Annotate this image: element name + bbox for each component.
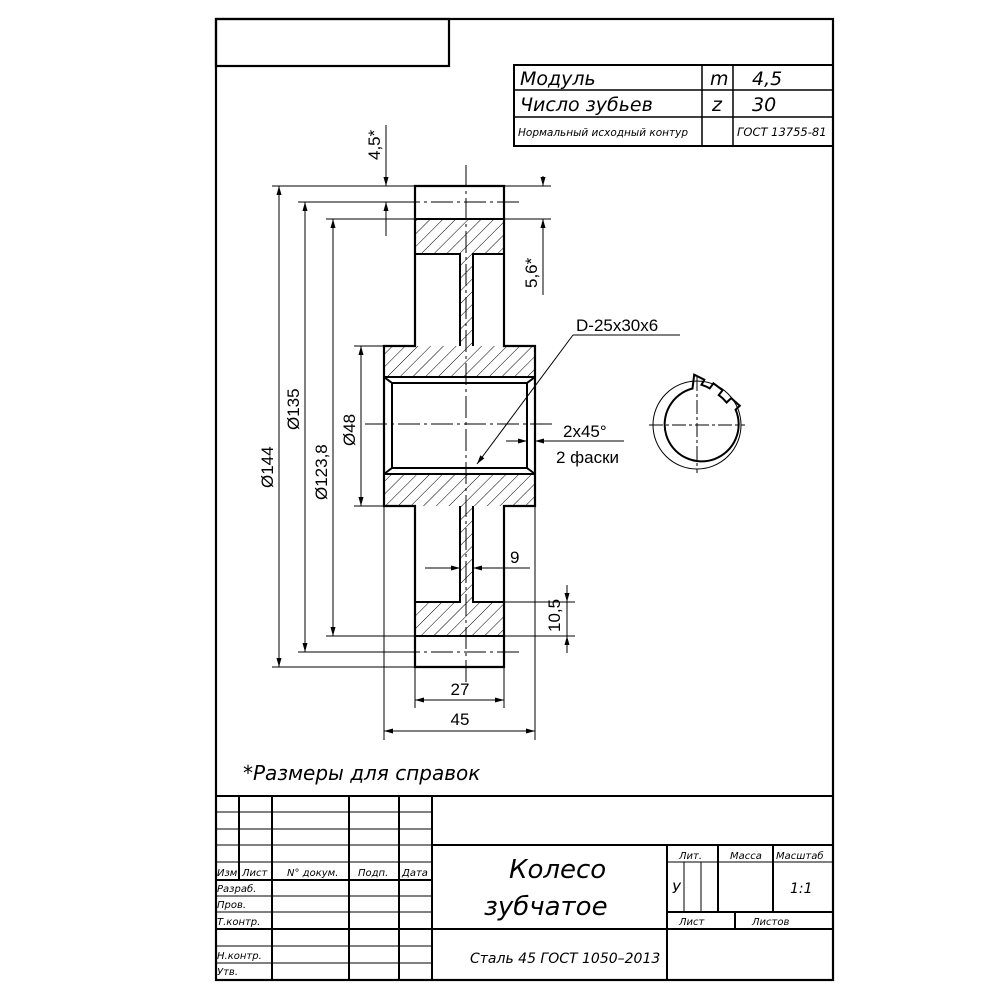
gear-section <box>365 165 553 690</box>
contour-label: Нормальный исходный контур <box>518 127 688 139</box>
header-doc-no: N° докум. <box>287 868 338 879</box>
role-approved: Утв. <box>217 967 238 978</box>
lit-label: Лит. <box>678 851 702 862</box>
mass-label: Масса <box>730 851 762 862</box>
header-sign: Подп. <box>358 868 388 879</box>
header-date: Дата <box>401 868 428 879</box>
dim-rim-width: 27 <box>451 680 470 699</box>
dim-spline: D-25x30x6 <box>576 316 658 335</box>
dim-pitch-diameter: Ø135 <box>284 388 303 430</box>
header-izm: Изм <box>217 868 238 879</box>
scale-value: 1:1 <box>790 881 813 897</box>
scale-label: Масштаб <box>776 850 824 862</box>
center-lines <box>365 165 553 690</box>
title-block <box>216 795 833 980</box>
role-tech-control: Т.контр. <box>217 917 260 928</box>
dim-chamfer: 2x45° <box>563 422 607 441</box>
header-list: Лист <box>241 868 269 879</box>
dim-hub-width: 45 <box>451 710 470 729</box>
teeth-value: 30 <box>752 94 776 116</box>
dim-root-diameter: Ø123,8 <box>312 444 331 500</box>
dim-tooth-height: 5,6* <box>522 257 541 288</box>
lit-value: У <box>672 881 682 897</box>
dim-rim-thickness: 10,5 <box>545 599 564 632</box>
dim-top-tooth: 4,5* <box>365 129 384 160</box>
title-line1: Колесо <box>509 855 606 885</box>
role-checked: Пров. <box>217 900 246 911</box>
dim-web-thickness: 9 <box>510 548 519 567</box>
sheet-label: Лист <box>678 917 706 928</box>
role-norm-control: Н.контр. <box>217 951 262 962</box>
splined-bore-view <box>649 373 745 473</box>
drawing-frame <box>214 17 835 982</box>
title-line2: зубчатое <box>484 892 608 922</box>
gear-parameters-table <box>513 64 834 147</box>
module-label: Модуль <box>520 68 596 90</box>
role-developed: Разраб. <box>217 883 256 895</box>
dimension-lines <box>272 125 680 740</box>
material: Сталь 45 ГОСТ 1050–2013 <box>470 951 660 967</box>
dim-hub-diameter: Ø48 <box>340 414 359 446</box>
teeth-symbol: z <box>711 94 723 116</box>
teeth-label: Число зубьев <box>520 94 653 116</box>
top-left-stamp-box <box>214 17 451 68</box>
module-value: 4,5 <box>752 68 782 90</box>
dim-outer-diameter: Ø144 <box>258 446 277 488</box>
module-symbol: m <box>710 68 729 90</box>
dim-chamfer-note: 2 фаски <box>556 448 619 467</box>
contour-value: ГОСТ 13755-81 <box>737 125 827 139</box>
reference-note: *Размеры для справок <box>243 761 480 785</box>
sheets-label: Листов <box>751 917 789 928</box>
